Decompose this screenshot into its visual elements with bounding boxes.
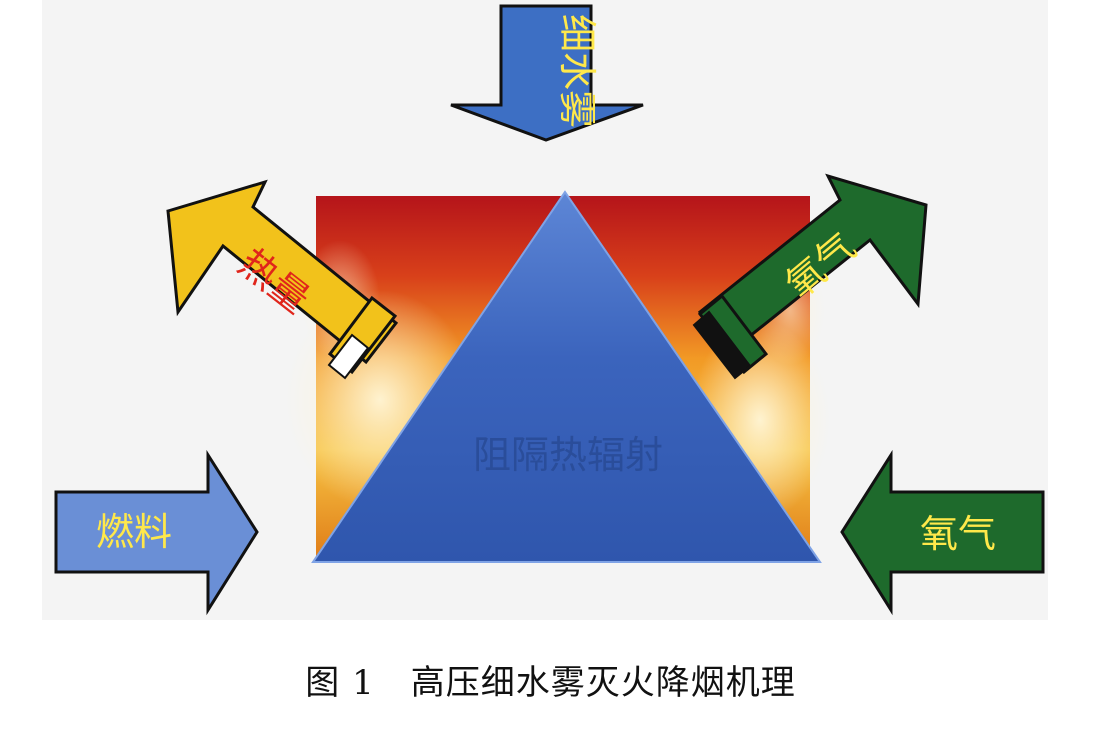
oxygen-in-label: 氧气 [920, 512, 996, 556]
figure-number: 图 1 [305, 663, 375, 703]
oxygen-in-arrow: 氧气 [840, 449, 1045, 616]
figure-title: 高压细水雾灭火降烟机理 [410, 663, 796, 703]
triangle-label: 阻隔热辐射 [473, 433, 663, 477]
mechanism-diagram: 阻隔热辐射 细水雾 热量 氧气 燃料 氧气 [54, 4, 1045, 616]
fuel-arrow: 燃料 [54, 449, 259, 616]
water-mist-label: 细水雾 [555, 14, 599, 128]
water-mist-arrow: 细水雾 [450, 4, 644, 142]
figure-caption: 图 1 高压细水雾灭火降烟机理 [0, 655, 1101, 704]
barrier-triangle [311, 190, 822, 563]
fuel-label: 燃料 [96, 510, 172, 554]
